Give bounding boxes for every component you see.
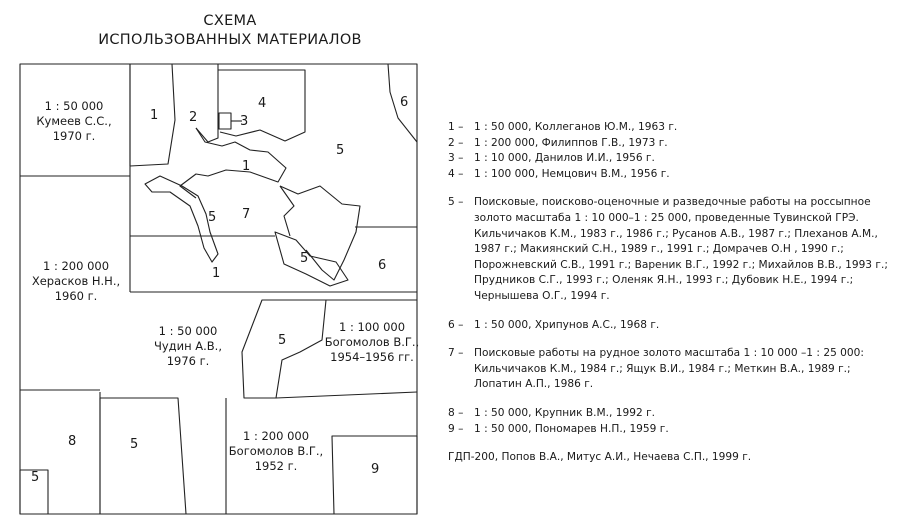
legend-text-5-line-5: Порожневский С.В., 1991 г.; Вареник В.Г.… [474, 258, 888, 271]
bogomolov-1-name: Богомолов В.Г., [325, 335, 419, 349]
kheraskov-name: Херасков Н.Н., [32, 274, 120, 288]
legend-key-3: 3 – [448, 152, 464, 165]
chudin-name: Чудин А.В., [154, 339, 222, 353]
legend-key-5: 5 – [448, 196, 464, 209]
legend-text-gdp: ГДП-200, Попов В.А., Митус А.И., Нечаева… [448, 451, 752, 464]
legend-text-5-line-1: Поисковые, поисково-оценочные и разведоч… [474, 196, 871, 209]
region-5-west-snake [144, 175, 219, 263]
bogomolov-2-scale: 1 : 200 000 [243, 429, 309, 443]
region-9-label: 9 [371, 462, 379, 477]
legend-text-5-line-2: золото масштаба 1 : 10 000–1 : 25 000, п… [474, 211, 859, 224]
legend-text-1: 1 : 50 000, Коллеганов Ю.М., 1963 г. [474, 121, 678, 133]
legend-text-4: 1 : 100 000, Немцович В.М., 1956 г. [474, 167, 670, 180]
legend-entry-7: 7 – Поисковые работы на рудное золото ма… [448, 346, 908, 393]
region-5-lobe-label: 5 [300, 251, 308, 266]
legend-text-5-line-4: 1987 г.; Макиянский С.Н., 1989 г., 1991 … [474, 243, 844, 256]
region-2-label: 2 [189, 110, 197, 125]
region-4-label: 4 [258, 96, 266, 111]
legend-text-5-line-6: Прудников С.Г., 1993 г.; Оленяк Я.Н., 19… [474, 274, 854, 287]
diagram-title: СХЕМА ИСПОЛЬЗОВАННЫХ МАТЕРИАЛОВ [40, 12, 420, 50]
legend-text-6: 1 : 50 000, Хрипунов А.С., 1968 г. [474, 318, 660, 331]
region-5-south-west [99, 397, 187, 515]
legend-entry-4: 4 – 1 : 100 000, Немцович В.М., 1956 г. [448, 167, 908, 183]
legend-key-9: 9 – [448, 422, 464, 435]
legend-text-3: 1 : 10 000, Данилов И.И., 1956 г. [474, 152, 655, 165]
chudin-scale: 1 : 50 000 [159, 324, 218, 338]
region-4 [218, 69, 306, 142]
legend-text-8: 1 : 50 000, Крупник В.М., 1992 г. [474, 406, 656, 419]
chudin-year: 1976 г. [167, 354, 210, 368]
legend-entry-8: 8 – 1 : 50 000, Крупник В.М., 1992 г. [448, 406, 908, 422]
kheraskov-scale: 1 : 200 000 [43, 259, 109, 273]
materials-scheme-map: 1 2 3 4 6 1 5 5 7 5 6 1 5 8 5 5 9 1 : 50… [19, 63, 419, 515]
region-5-southwest-label: 5 [130, 437, 138, 452]
bogomolov-1-year: 1954–1956 гг. [330, 350, 414, 364]
region-5-snake-label: 5 [208, 210, 216, 225]
region-5-corner-label: 5 [31, 470, 39, 485]
legend-key-2: 2 – [448, 136, 464, 149]
legend-key-1: 1 – [448, 121, 464, 133]
region-7-east-edge [279, 185, 361, 281]
region-6-north-label: 6 [400, 95, 408, 110]
bogomolov-1-scale: 1 : 100 000 [339, 320, 405, 334]
region-5-south-lobe [274, 231, 349, 287]
kheraskov-year: 1960 г. [55, 289, 98, 303]
legend-text-5-line-7: Чернышева О.Г., 1994 г. [474, 289, 610, 302]
legend-key-4: 4 – [448, 167, 464, 180]
region-8-label: 8 [68, 434, 76, 449]
region-5-corner [19, 469, 49, 515]
materials-legend: 1 – 1 : 50 000, Коллеганов Ю.М., 1963 г.… [448, 120, 908, 466]
legend-text-7-line-1: Поисковые работы на рудное золото масшта… [474, 347, 864, 360]
chudin-block: 1 : 50 000 Чудин А.В., 1976 г. [154, 324, 222, 368]
region-1-north [129, 63, 176, 167]
legend-key-7: 7 – [448, 347, 464, 360]
legend-text-7-line-2: Кильчичаков К.М., 1984 г.; Ящук В.И., 19… [474, 362, 851, 375]
region-3-box [218, 112, 232, 130]
kheraskov-block: 1 : 200 000 Херасков Н.Н., 1960 г. [32, 259, 120, 303]
bogomolov-1-block: 1 : 100 000 Богомолов В.Г., 1954–1956 гг… [325, 320, 419, 364]
legend-entry-gdp: ГДП-200, Попов В.А., Митус А.И., Нечаева… [448, 450, 908, 466]
region-5-east-label: 5 [336, 143, 344, 158]
region-5-central-label: 5 [278, 333, 286, 348]
kumeev-scale: 1 : 50 000 [45, 99, 104, 113]
boundary-bogomolov1-south [275, 391, 418, 399]
legend-text-9: 1 : 50 000, Пономарев Н.П., 1959 г. [474, 422, 669, 435]
region-6-south-label: 6 [378, 258, 386, 273]
region-6-north [387, 63, 418, 143]
region-5-central-large [241, 299, 327, 399]
bogomolov-2-name: Богомолов В.Г., [229, 444, 323, 458]
legend-entry-5: 5 – Поисковые, поисково-оценочные и разв… [448, 195, 908, 304]
region-1-central [179, 127, 287, 199]
legend-entry-6: 6 – 1 : 50 000, Хрипунов А.С., 1968 г. [448, 318, 908, 334]
region-1-south-label: 1 [212, 266, 220, 281]
legend-text-5-line-3: Кильчичаков К.М., 1983 г., 1986 г.; Руса… [474, 227, 878, 240]
legend-key-8: 8 – [448, 406, 464, 419]
legend-text-7-line-3: Лопатин А.П., 1986 г. [474, 378, 594, 391]
region-1-central-label: 1 [242, 159, 250, 174]
region-7-label: 7 [242, 207, 250, 222]
region-7-inner [279, 185, 295, 237]
kumeev-name: Кумеев С.С., [36, 114, 111, 128]
legend-entry-1: 1 – 1 : 50 000, Коллеганов Ю.М., 1963 г. [448, 120, 908, 136]
legend-text-2: 1 : 200 000, Филиппов Г.В., 1973 г. [474, 136, 668, 149]
kumeev-year: 1970 г. [53, 129, 96, 143]
bogomolov-2-year: 1952 г. [255, 459, 298, 473]
region-9 [331, 435, 418, 515]
legend-entry-9: 9 – 1 : 50 000, Пономарев Н.П., 1959 г. [448, 422, 908, 438]
bogomolov-2-block: 1 : 200 000 Богомолов В.Г., 1952 г. [229, 429, 323, 473]
region-1-label: 1 [150, 108, 158, 123]
legend-entry-2: 2 – 1 : 200 000, Филиппов Г.В., 1973 г. [448, 136, 908, 152]
legend-entry-3: 3 – 1 : 10 000, Данилов И.И., 1956 г. [448, 151, 908, 167]
legend-key-6: 6 – [448, 318, 464, 331]
region-2 [172, 63, 219, 143]
kumeev-block: 1 : 50 000 Кумеев С.С., 1970 г. [36, 99, 111, 143]
title-line-2: ИСПОЛЬЗОВАННЫХ МАТЕРИАЛОВ [98, 32, 362, 48]
region-3-label: 3 [240, 114, 248, 129]
title-line-1: СХЕМА [203, 13, 257, 29]
